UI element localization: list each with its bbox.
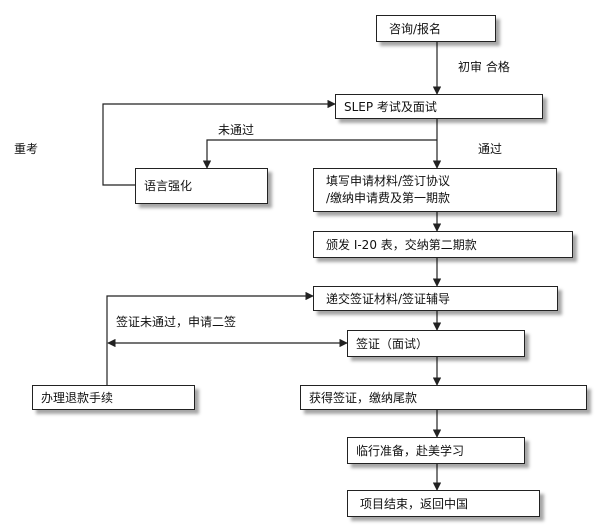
node-slep: SLEP 考试及面试 [335, 94, 543, 119]
node-visa-granted: 获得签证，缴纳尾款 [300, 385, 587, 410]
node-prepare-text: 临行准备，赴美学习 [356, 444, 465, 458]
label-pass: 通过 [478, 142, 503, 156]
node-consult-text: 咨询/报名 [389, 22, 442, 36]
node-submit-visa: 递交签证材料/签证辅导 [313, 286, 558, 311]
node-i20: 颁发 I-20 表，交纳第二期款 [313, 231, 573, 258]
node-consult: 咨询/报名 [376, 15, 496, 42]
arrow-retake-loop [102, 99, 336, 186]
arrow-not-pass [202, 139, 437, 169]
label-retake: 重考 [14, 142, 39, 156]
node-language-text: 语言强化 [144, 179, 193, 193]
node-prepare: 临行准备，赴美学习 [347, 437, 525, 464]
node-slep-text: SLEP 考试及面试 [344, 100, 437, 114]
label-not-pass: 未通过 [218, 123, 255, 137]
node-language: 语言强化 [135, 168, 268, 204]
node-submit-visa-text: 递交签证材料/签证辅导 [326, 292, 451, 306]
node-fill-line2: /缴纳申请费及第一期款 [326, 191, 451, 205]
node-i20-text: 颁发 I-20 表，交纳第二期款 [326, 238, 477, 252]
node-refund-text: 办理退款手续 [41, 391, 114, 405]
node-fill-line1: 填写申请材料/签订协议 [326, 174, 451, 188]
node-visa-granted-text: 获得签证，缴纳尾款 [309, 391, 418, 405]
arrow-visa-retry [106, 291, 314, 392]
label-initial-pass: 初审 合格 [458, 60, 510, 74]
label-visa-fail: 签证未通过，申请二签 [116, 315, 237, 329]
node-visa-interview-text: 签证（面试） [356, 337, 429, 351]
node-visa-interview: 签证（面试） [347, 330, 525, 357]
node-fill-application: 填写申请材料/签订协议 /缴纳申请费及第一期款 [313, 168, 557, 212]
node-end: 项目结束，返回中国 [347, 490, 540, 517]
node-end-text: 项目结束，返回中国 [360, 497, 469, 511]
node-refund: 办理退款手续 [32, 385, 195, 410]
